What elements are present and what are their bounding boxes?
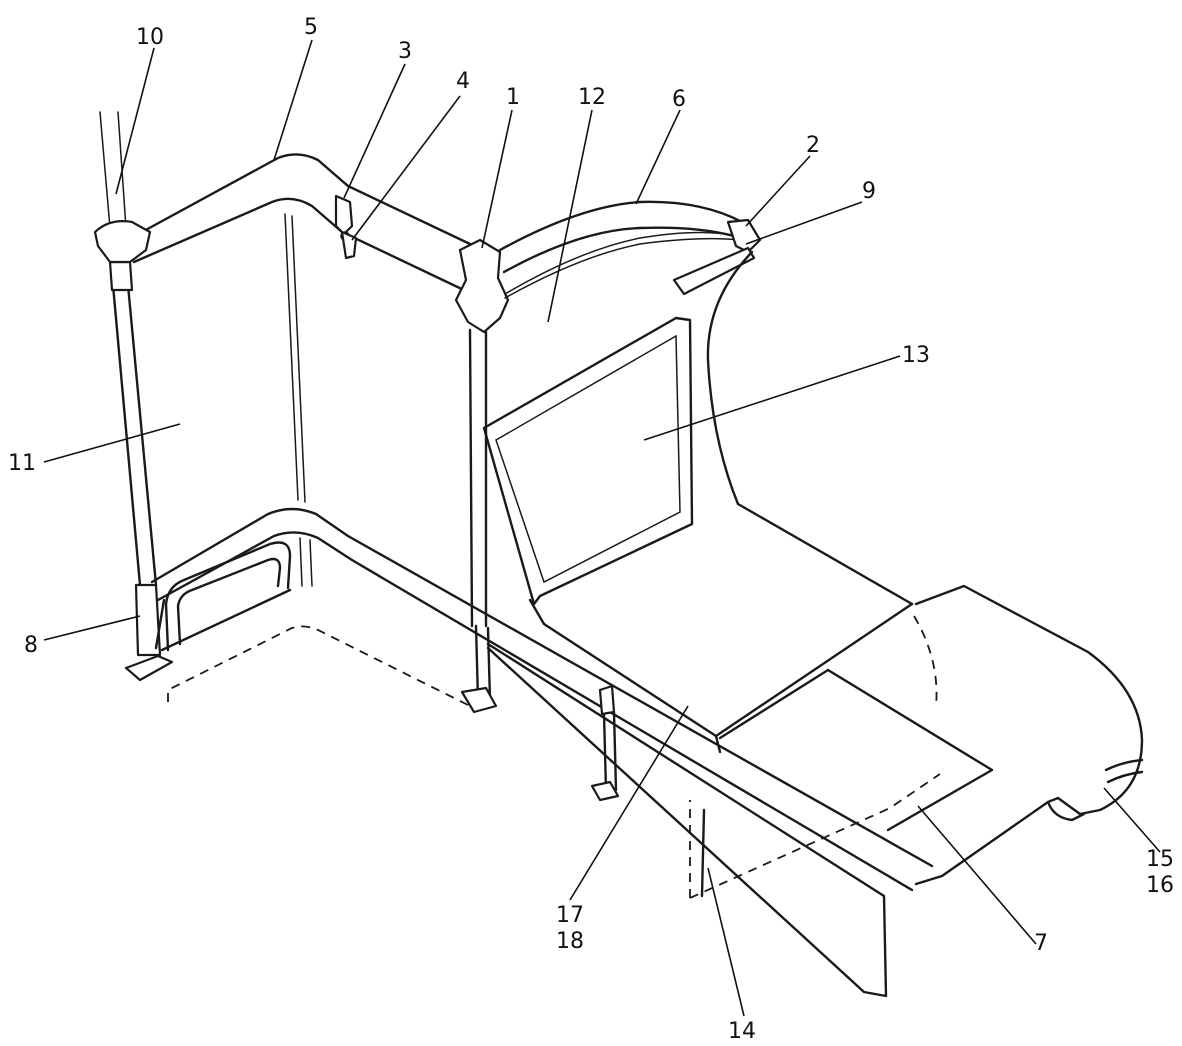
callout-1: 1 bbox=[506, 85, 520, 110]
dashed-floor-outline bbox=[167, 615, 941, 899]
arched-rail bbox=[498, 200, 762, 299]
callout-7: 7 bbox=[1034, 931, 1048, 956]
callout-5: 5 bbox=[304, 15, 318, 40]
bracket-hooks bbox=[334, 194, 358, 260]
callout-11: 11 bbox=[8, 451, 36, 476]
seat-base bbox=[528, 598, 914, 754]
footrest-plate bbox=[718, 668, 994, 832]
central-post bbox=[454, 238, 510, 714]
callout-8: 8 bbox=[24, 633, 38, 658]
seat-back-frame bbox=[482, 316, 694, 606]
callout-15: 15 bbox=[1146, 847, 1174, 872]
callout-labels: 10 5 3 4 1 12 6 2 9 13 11 8 17 18 14 7 1… bbox=[8, 15, 1174, 1044]
callout-17: 17 bbox=[556, 903, 584, 928]
callout-4: 4 bbox=[456, 69, 470, 94]
callout-10: 10 bbox=[136, 25, 164, 50]
back-panel bbox=[706, 250, 914, 606]
callout-18: 18 bbox=[556, 929, 584, 954]
callout-6: 6 bbox=[672, 87, 686, 112]
callout-2: 2 bbox=[806, 133, 820, 158]
side-skirt bbox=[486, 642, 888, 998]
floor-plate bbox=[914, 584, 1144, 886]
callout-16: 16 bbox=[1146, 873, 1174, 898]
callout-3: 3 bbox=[398, 39, 412, 64]
leader-lines bbox=[43, 39, 1161, 1017]
callout-9: 9 bbox=[862, 179, 876, 204]
callout-12: 12 bbox=[578, 85, 606, 110]
upper-rail bbox=[93, 153, 472, 503]
handle-loop bbox=[164, 541, 292, 652]
pillar-rod bbox=[99, 111, 174, 682]
lower-rail bbox=[150, 507, 934, 892]
callout-13: 13 bbox=[902, 343, 930, 368]
callout-14: 14 bbox=[728, 1019, 756, 1044]
